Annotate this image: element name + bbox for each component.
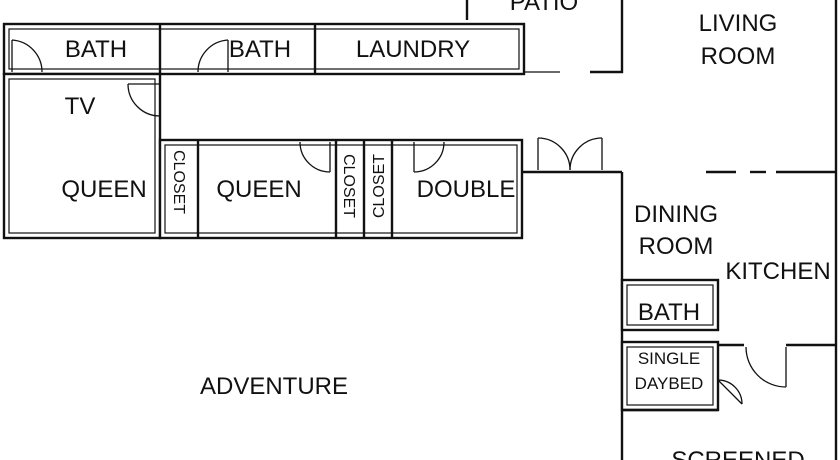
door-tv-arc: [127, 83, 161, 117]
bedroom-row-inner: [164, 144, 518, 234]
label-double: DOUBLE: [417, 176, 516, 203]
top-strip-outline: [2, 22, 526, 76]
label-laundry: LAUNDRY: [356, 36, 470, 63]
label-queen-1: QUEEN: [61, 176, 146, 203]
daybed-outline: [620, 340, 720, 412]
top-strip-inner: [8, 28, 520, 70]
west-room-inner: [8, 78, 156, 234]
label-bath-3: BATH: [638, 299, 700, 326]
door-queen2-arc: [299, 141, 331, 173]
bath3-inner: [626, 284, 714, 326]
label-bath-1: BATH: [65, 36, 127, 63]
label-living-line2: ROOM: [701, 43, 776, 70]
label-tv: TV: [65, 93, 96, 120]
doors: [11, 39, 787, 405]
label-living-line1: LIVING: [699, 10, 778, 37]
label-kitchen: KITCHEN: [725, 258, 830, 285]
room-labels: PATIO LIVING ROOM BATH BATH LAUNDRY TV Q…: [61, 0, 830, 460]
label-patio: PATIO: [510, 0, 578, 16]
label-closet-3: CLOSET: [371, 154, 388, 218]
label-queen-2: QUEEN: [216, 176, 301, 203]
daybed-inner: [626, 346, 714, 406]
label-bath-2: BATH: [229, 36, 291, 63]
label-closet-2: CLOSET: [340, 154, 357, 218]
label-closet-1: CLOSET: [170, 150, 187, 214]
label-daybed-line2: DAYBED: [635, 374, 704, 393]
label-adventure: ADVENTURE: [200, 373, 348, 400]
door-double-arc: [413, 141, 445, 173]
label-dining-line2: ROOM: [639, 233, 714, 260]
label-screened: SCREENED: [671, 447, 804, 460]
label-dining-line1: DINING: [634, 201, 718, 228]
label-daybed-line1: SINGLE: [638, 349, 700, 368]
door-kitchen-arc: [745, 346, 787, 388]
door-bath1-arc: [11, 39, 43, 73]
door-corridor-right-arc: [569, 137, 603, 171]
door-daybed-leaf: [717, 379, 743, 405]
door-corridor-left-arc: [537, 137, 571, 171]
bedroom-row-outline: [158, 138, 524, 240]
bath3-outline: [620, 278, 720, 332]
door-daybed-arc: [717, 379, 743, 405]
door-bath2-arc: [197, 39, 229, 73]
patio-right-wall: [590, 0, 624, 74]
